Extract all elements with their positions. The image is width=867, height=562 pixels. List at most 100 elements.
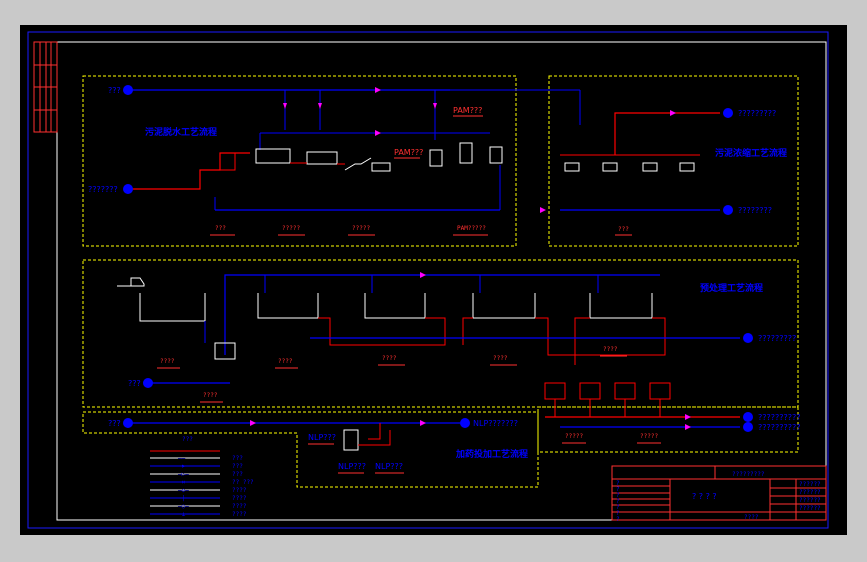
pretreat-outlet-icon bbox=[743, 333, 753, 343]
aeration-tank-3 bbox=[472, 293, 536, 319]
sewage-in-left-label: ??????? bbox=[88, 185, 118, 194]
section-sewage-boundary bbox=[82, 75, 517, 247]
legend: ??? ——???—⊳—???—▷—???—×—?? ???—◇—????—|—… bbox=[150, 436, 254, 518]
filtration-outlet-2-icon bbox=[743, 422, 753, 432]
dosing-tank-3-label: NLP??? bbox=[375, 462, 403, 471]
legend-symbol-4: —◇— bbox=[178, 487, 189, 494]
legend-label-1: ??? bbox=[232, 463, 243, 470]
dosing-tank-1-label: NLP??? bbox=[308, 433, 336, 442]
pam-label-1: PAM??? bbox=[453, 106, 482, 115]
dosing-inlet-icon bbox=[123, 418, 133, 428]
section-sludge-title: 污泥浓缩工艺流程 bbox=[715, 147, 787, 159]
legend-symbol-1: —⊳— bbox=[178, 463, 189, 470]
legend-symbol-7: —⊥— bbox=[178, 511, 189, 518]
section-sludge-boundary bbox=[548, 75, 799, 247]
pretreat-in-left-label: ??? bbox=[128, 379, 141, 388]
section-sewage-title: 污泥脱水工艺流程 bbox=[145, 126, 217, 138]
pretreat-tag-5: ???? bbox=[603, 346, 618, 353]
legend-label-4: ???? bbox=[232, 487, 247, 494]
title-block-left-cell-3: ? bbox=[616, 498, 620, 505]
sludge-out-bottom-label: ???????? bbox=[738, 206, 772, 215]
dosing-out-right-label: NLP??????? bbox=[473, 419, 518, 428]
sludge-out-top-label: ????????? bbox=[738, 109, 776, 118]
dosing-tank-b bbox=[459, 142, 473, 164]
title-block-right-cell-3: ?????? bbox=[799, 505, 821, 512]
section-sludge: ????????? ???????? 污泥浓缩工艺流程 ??? bbox=[450, 75, 799, 247]
title-block-left-cell-5: ? bbox=[616, 510, 620, 517]
title-block-right-cell-0: ?????? bbox=[799, 481, 821, 488]
section-filtration: ?????????? ?????????? ????? ????? bbox=[537, 382, 800, 453]
legend-symbol-5: —|— bbox=[178, 495, 189, 502]
dosing-in-left-label: ??? bbox=[108, 419, 121, 428]
pretreat-tag-4: ???? bbox=[493, 355, 508, 362]
sewage-tag-1: ??? bbox=[215, 225, 226, 232]
blower-2 bbox=[602, 162, 618, 172]
blower-3 bbox=[642, 162, 658, 172]
sludge-pit bbox=[139, 293, 206, 322]
sewage-tag-2: ????? bbox=[282, 225, 300, 232]
legend-label-6: ???? bbox=[232, 503, 247, 510]
filtration-tag-2: ????? bbox=[640, 433, 658, 440]
sludge-outlet-bottom-icon bbox=[723, 205, 733, 215]
sewage-tag-3: ????? bbox=[352, 225, 370, 232]
legend-label-3: ?? ??? bbox=[232, 479, 254, 486]
title-block-right-cell-2: ?????? bbox=[799, 497, 821, 504]
title-block-left-cell-0: ? bbox=[616, 480, 620, 487]
legend-label-0: ??? bbox=[232, 455, 243, 462]
filtration-out-1-label: ?????????? bbox=[758, 413, 800, 422]
pretreat-tag-3: ???? bbox=[382, 355, 397, 362]
title-block-left-cell-1: ? bbox=[616, 486, 620, 493]
title-block-right-cell-1: ?????? bbox=[799, 489, 821, 496]
filter-unit-4 bbox=[649, 382, 671, 400]
legend-symbol-2: —▷— bbox=[178, 471, 189, 478]
title-block-drawing-name: ? ? ? ? bbox=[692, 492, 717, 501]
aeration-tank-1 bbox=[257, 293, 319, 319]
pretreat-inlet-icon bbox=[143, 378, 153, 388]
pretreat-tag-6: ???? bbox=[203, 392, 218, 399]
title-block-scale: ???? bbox=[744, 514, 759, 521]
pretreat-tag-2: ???? bbox=[278, 358, 293, 365]
sewage-inlet-icon bbox=[123, 184, 133, 194]
drawing-frame bbox=[56, 41, 827, 521]
aeration-tank-2 bbox=[364, 293, 426, 319]
legend-symbol-6: —○— bbox=[178, 503, 189, 510]
blower-1 bbox=[564, 162, 580, 172]
blower-4 bbox=[679, 162, 695, 172]
pretreat-tag-1: ???? bbox=[160, 358, 175, 365]
drawing-outer-border bbox=[27, 31, 829, 529]
dosing-outlet-icon bbox=[460, 418, 470, 428]
pam-label-3: PAM????? bbox=[457, 225, 486, 232]
sludge-outlet-top-icon bbox=[723, 108, 733, 118]
filtration-tag-1: ????? bbox=[565, 433, 583, 440]
filtration-outlet-1-icon bbox=[743, 412, 753, 422]
aeration-tank-4 bbox=[589, 293, 653, 319]
sewage-in-top-label: ??? bbox=[108, 86, 121, 95]
legend-symbol-3: —×— bbox=[178, 479, 189, 486]
process-flow-diagram: ??? PAM??? PAM??? ??????? bbox=[27, 31, 829, 529]
dosing-tank-a bbox=[429, 149, 443, 167]
section-sewage: ??? PAM??? PAM??? ??????? bbox=[82, 75, 546, 247]
filter-unit-1 bbox=[544, 382, 566, 400]
title-block-left-cell-4: ? bbox=[616, 504, 620, 511]
section-pretreat-boundary bbox=[82, 259, 799, 408]
title-block-project: ????????? bbox=[732, 471, 765, 478]
sludge-tag-1: ??? bbox=[618, 226, 629, 233]
title-block: ????????? ? ? ? ? ???? ??????? ?????????… bbox=[611, 465, 827, 523]
revision-stamp bbox=[33, 41, 58, 133]
dosing-mix-tank bbox=[343, 429, 359, 451]
cad-drawing-viewport: ??? PAM??? PAM??? ??????? bbox=[20, 25, 847, 535]
title-block-left-cell-6: ? bbox=[616, 516, 620, 523]
inlet-pump-icon bbox=[123, 85, 133, 95]
legend-label-2: ??? bbox=[232, 471, 243, 478]
section-pretreat: ????????? ??? 预处理工艺流程 ???? ???? ???? ???… bbox=[82, 259, 799, 408]
section-dosing-boundary bbox=[82, 411, 539, 488]
legend-label-7: ???? bbox=[232, 511, 247, 518]
dosing-tank-2-label: NLP??? bbox=[338, 462, 366, 471]
thickener-1 bbox=[255, 148, 291, 164]
filter-unit-2 bbox=[579, 382, 601, 400]
thickener-2 bbox=[306, 151, 338, 165]
dosing-tank-c bbox=[489, 146, 503, 164]
legend-symbol-0: —— bbox=[178, 455, 186, 462]
filtration-out-2-label: ?????????? bbox=[758, 423, 800, 432]
legend-label-5: ???? bbox=[232, 495, 247, 502]
